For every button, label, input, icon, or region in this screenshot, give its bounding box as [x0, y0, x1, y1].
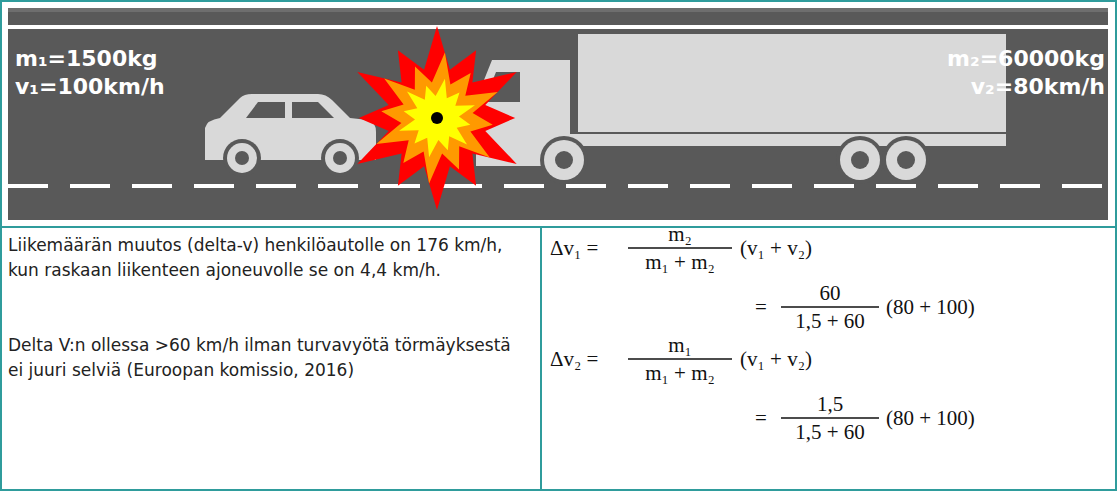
formula-term: (v₁ + v₂) [740, 347, 812, 371]
numerator: m₂ [625, 222, 735, 246]
speed-label: v₂=80km/h [971, 74, 1105, 100]
car [205, 94, 376, 177]
numerator: m₁ [625, 333, 735, 357]
explosion-middle [376, 53, 497, 184]
denominator: m₁ + m₂ [625, 250, 735, 274]
impact-dot [431, 112, 443, 124]
formula-term: Δv₂ = [550, 347, 598, 371]
numerator: 1,5 [778, 392, 882, 416]
text-cell: Liikemäärän muutos (delta-v) henkilöauto… [8, 233, 528, 283]
mass-label: m₂=60000kg [947, 46, 1105, 72]
mass-label: m₁=1500kg [15, 46, 158, 72]
solid-lane-line [8, 25, 1108, 29]
numerator: 60 [778, 281, 882, 305]
road [8, 8, 1108, 220]
dashed-lane-line [8, 184, 1108, 188]
formula-term: (80 + 100) [886, 295, 975, 319]
text-cell: Delta V:n ollessa >60 km/h ilman turvavy… [8, 333, 528, 383]
truck [476, 34, 1006, 184]
explosion-outer [357, 26, 516, 210]
denominator: m₁ + m₂ [625, 361, 735, 385]
formula-term: (80 + 100) [886, 406, 975, 430]
speed-label: v₁=100km/h [15, 74, 165, 100]
denominator: 1,5 + 60 [778, 309, 882, 333]
formula-term: = [755, 406, 767, 430]
denominator: 1,5 + 60 [778, 420, 882, 444]
formula-term: Δv₁ = [550, 236, 598, 260]
explosion-inner [399, 79, 475, 157]
road-edge [8, 8, 1108, 12]
explosion [357, 26, 516, 210]
formula-term: (v₁ + v₂) [740, 236, 812, 260]
formula-term: = [755, 295, 767, 319]
